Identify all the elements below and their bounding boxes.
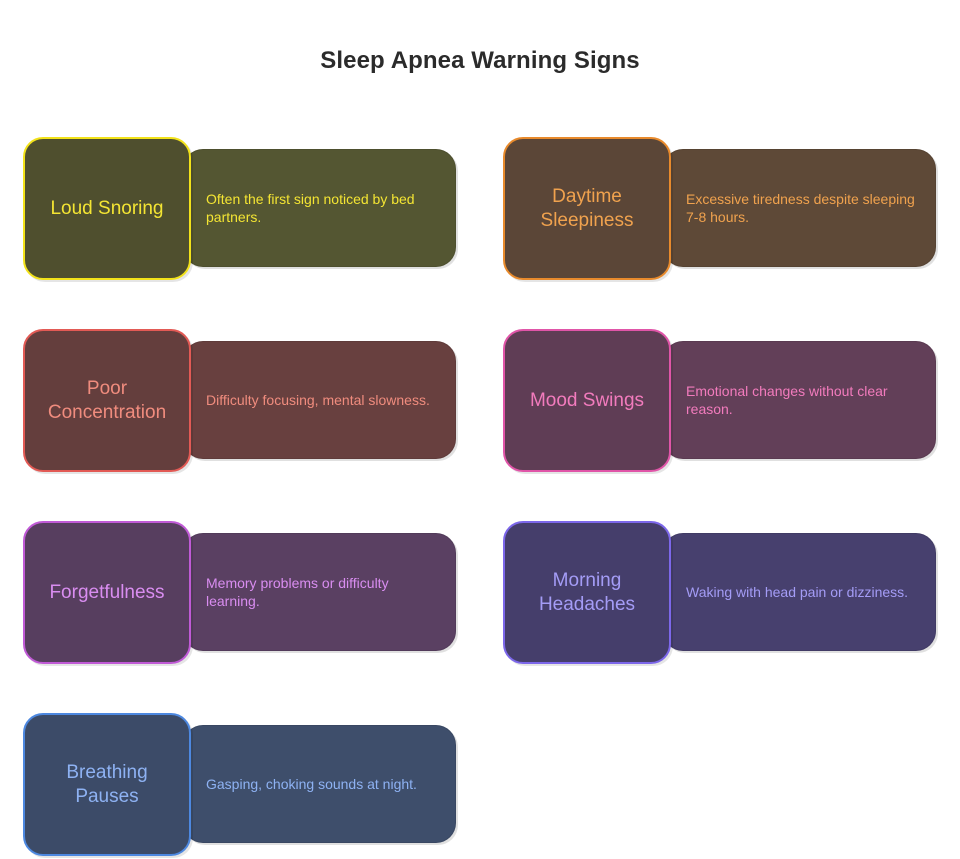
sign-label: Breathing Pauses xyxy=(66,761,148,807)
sign-card-daytime-sleepiness: Daytime Sleepiness Excessive tiredness d… xyxy=(503,137,937,283)
sign-description-container: Excessive tiredness despite sleeping 7-8… xyxy=(686,149,926,267)
sign-description: Excessive tiredness despite sleeping 7-8… xyxy=(686,191,915,225)
sign-label: Poor Concentration xyxy=(47,377,167,423)
sign-label-box: Daytime Sleepiness xyxy=(503,137,671,280)
sign-description-container: Gasping, choking sounds at night. xyxy=(206,725,446,843)
sign-label-box: Morning Headaches xyxy=(503,521,671,664)
sign-description-box xyxy=(663,149,936,267)
sign-description: Difficulty focusing, mental slowness. xyxy=(206,392,430,408)
sign-description: Memory problems or difficulty learning. xyxy=(206,575,389,609)
sign-label-box: Breathing Pauses xyxy=(23,713,191,856)
sign-label-box: Poor Concentration xyxy=(23,329,191,472)
sign-label: Daytime Sleepiness xyxy=(540,185,634,231)
sign-card-forgetfulness: Forgetfulness Memory problems or difficu… xyxy=(23,521,457,667)
sign-label-box: Loud Snoring xyxy=(23,137,191,280)
sign-card-morning-headaches: Morning Headaches Waking with head pain … xyxy=(503,521,937,667)
sign-description-container: Memory problems or difficulty learning. xyxy=(206,533,446,651)
sign-description-box xyxy=(183,149,456,267)
page-title: Sleep Apnea Warning Signs xyxy=(320,47,640,74)
sign-label-box: Forgetfulness xyxy=(23,521,191,664)
sign-description: Often the first sign noticed by bed part… xyxy=(206,191,415,225)
sign-card-poor-concentration: Poor Concentration Difficulty focusing, … xyxy=(23,329,457,475)
sign-description: Gasping, choking sounds at night. xyxy=(206,776,417,792)
sign-description: Waking with head pain or dizziness. xyxy=(686,584,909,600)
sign-description-box xyxy=(663,341,936,459)
sign-description: Emotional changes without clear reason. xyxy=(686,383,888,417)
sign-description-container: Emotional changes without clear reason. xyxy=(686,341,926,459)
sign-description-box xyxy=(183,341,456,459)
sign-description-box xyxy=(183,533,456,651)
sign-description-box xyxy=(663,533,936,651)
sign-description-container: Waking with head pain or dizziness. xyxy=(686,533,926,651)
sign-card-loud-snoring: Loud Snoring Often the first sign notice… xyxy=(23,137,457,283)
sign-label: Morning Headaches xyxy=(538,569,636,615)
sign-label: Forgetfulness xyxy=(49,581,165,603)
sign-label: Mood Swings xyxy=(529,389,645,411)
sign-description-container: Often the first sign noticed by bed part… xyxy=(206,149,446,267)
sign-label: Loud Snoring xyxy=(50,197,164,219)
sign-label-box: Mood Swings xyxy=(503,329,671,472)
sign-description-container: Difficulty focusing, mental slowness. xyxy=(206,341,446,459)
sign-card-mood-swings: Mood Swings Emotional changes without cl… xyxy=(503,329,937,475)
sign-card-breathing-pauses: Breathing Pauses Gasping, choking sounds… xyxy=(23,713,457,859)
